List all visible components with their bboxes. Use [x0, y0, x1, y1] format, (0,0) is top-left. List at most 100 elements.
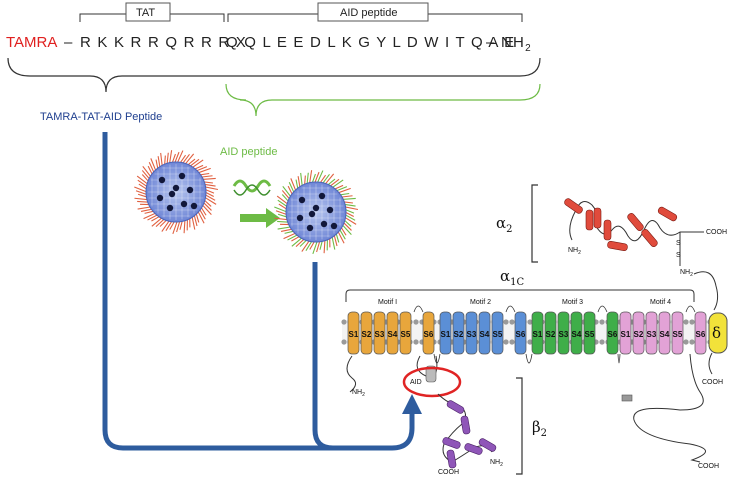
alpha2-nh2: NH2	[568, 247, 581, 256]
segment-label: S3	[467, 330, 477, 339]
nanoparticle-fringe	[324, 173, 335, 185]
nanoparticle-drug-dot	[166, 204, 174, 212]
nanoparticle-fringe	[143, 212, 157, 220]
transmembrane-segment	[557, 311, 570, 355]
transmembrane-segment	[531, 311, 544, 355]
nanoparticle-drug-dot	[186, 186, 194, 194]
nanoparticle-plain	[134, 150, 219, 235]
nanoparticle-fringe	[344, 206, 359, 211]
disulfide-s2: S	[676, 252, 681, 259]
nanoparticle-fringe	[322, 174, 330, 185]
tat-residues: R K K R R Q R R R X	[80, 34, 247, 51]
transmembrane-segment	[465, 311, 478, 355]
nanoparticle-fringe	[306, 172, 309, 185]
nanoparticle-drug-dot	[168, 190, 176, 198]
nanoparticle-fringe	[297, 176, 301, 188]
extracellular-loop	[413, 305, 424, 313]
transmembrane-segment	[570, 311, 583, 355]
nanoparticle-drug-dot	[318, 192, 326, 200]
nanoparticle-drug-dot	[320, 220, 328, 228]
nanoparticle-fringe	[280, 228, 293, 233]
nanoparticle-fringe	[282, 185, 292, 198]
lipid-head	[599, 339, 605, 345]
nanoparticle-fringe	[277, 199, 288, 208]
transmembrane-segment	[583, 311, 596, 355]
aid-peptide-helix	[232, 179, 272, 196]
motif-label: Motif 3	[562, 299, 583, 306]
transmembrane-segment	[373, 311, 386, 355]
segment-label: S5	[673, 330, 683, 339]
tat-aid-delivery-arrow	[102, 132, 422, 451]
beta2-cooh: COOH	[438, 469, 459, 476]
segment-label: S1	[621, 330, 631, 339]
nanoparticle-fringe	[184, 153, 195, 165]
lipid-head	[683, 319, 689, 325]
nanoparticle-fringe	[341, 224, 352, 235]
nanoparticle-drug-dot	[308, 210, 316, 218]
lipid-head	[509, 339, 515, 345]
nanoparticle-fringe	[160, 152, 163, 167]
extracellular-loop	[685, 305, 696, 313]
lipid-head	[503, 319, 509, 325]
nanoparticle-fringe	[155, 218, 165, 228]
extracellular-loop	[505, 305, 516, 313]
nanoparticle-drug-dot	[330, 222, 338, 230]
nanoparticle-fringe	[157, 156, 161, 168]
nanoparticle-fringe	[300, 172, 303, 187]
beta2-label: β2	[532, 418, 547, 439]
nanoparticle-fringe	[274, 217, 289, 221]
delta-cooh: COOH	[702, 379, 723, 386]
lipid-head	[503, 339, 509, 345]
nanoparticle-fringe	[277, 220, 289, 223]
nanoparticle-fringe	[183, 219, 186, 234]
nanoparticle-fringe	[134, 186, 148, 193]
nanoparticle-fringe	[331, 179, 344, 189]
beta2-helix	[446, 400, 465, 414]
nanoparticle-fringe	[295, 238, 305, 248]
segment-label: S2	[454, 330, 464, 339]
segment-label: S1	[349, 330, 359, 339]
alpha2-helix	[593, 207, 602, 229]
alpha2-helix	[627, 213, 644, 231]
nanoparticle-fringe	[274, 206, 288, 213]
segment-label: S3	[647, 330, 657, 339]
beta2-subunit: β2 COOH NH2	[437, 377, 547, 476]
nanoparticle-fringe	[182, 154, 190, 165]
segment-label: S4	[572, 330, 582, 339]
nanoparticle-drug-dot	[298, 196, 306, 204]
nanoparticle-fringe	[137, 206, 152, 210]
alpha2-linker-nh2: NH2	[680, 269, 693, 278]
nanoparticle-fringe	[204, 186, 219, 191]
nanoparticle-fringe	[340, 195, 353, 198]
nanoparticle-fringe	[309, 170, 313, 184]
lipid-head	[413, 339, 419, 345]
nanoparticle-fringe	[137, 200, 149, 203]
transmembrane-segment	[619, 311, 632, 355]
nanoparticle-drug-dot	[172, 184, 180, 192]
lipid-head	[527, 339, 533, 345]
nanoparticle-fringe	[148, 162, 155, 174]
lipid-head	[683, 339, 689, 345]
nanoparticle-fringe	[323, 239, 326, 254]
transmembrane-segment	[606, 311, 619, 355]
beta2-helix	[446, 449, 457, 469]
lipid-head	[599, 319, 605, 325]
lipid-head	[509, 319, 515, 325]
lipid-head	[341, 339, 347, 345]
extracellular-loop	[597, 305, 608, 313]
intracellular-linker	[525, 353, 533, 364]
full-peptide-brace	[7, 57, 541, 93]
segment-label: S4	[660, 330, 670, 339]
alpha2-helix	[657, 206, 678, 222]
nanoparticle-fringe	[174, 151, 180, 164]
nanoparticle-drug-dot	[178, 172, 186, 180]
transmembrane-segment	[491, 311, 504, 355]
nanoparticle-drug-dot	[180, 200, 188, 208]
motif-label: Motif 2	[470, 299, 491, 306]
nanoparticle-drug-dot	[158, 176, 166, 184]
lipid-head	[689, 339, 695, 345]
nanoparticle-fringe	[203, 183, 216, 187]
transmembrane-segment	[478, 311, 491, 355]
disulfide-s1: S	[676, 240, 681, 247]
